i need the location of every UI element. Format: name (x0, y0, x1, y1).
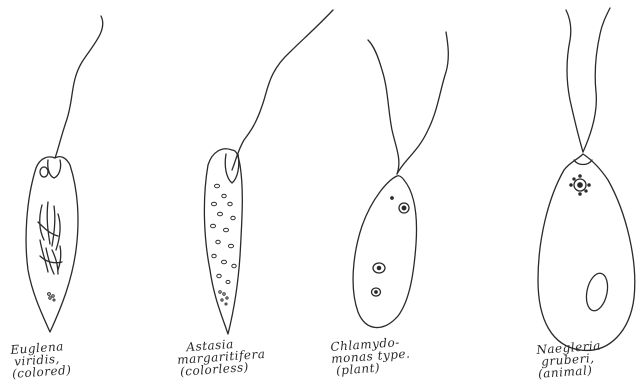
label-chlamydomonas: Chlamydo- monas type. (plant) (330, 335, 411, 376)
chlamydomonas-nucleus (372, 288, 381, 296)
chlamydomonas-pyrenoid (373, 263, 385, 273)
chlamydomonas-body (353, 176, 416, 328)
chlamydomonas-flagellum-left (368, 40, 399, 174)
euglena-flagellum (55, 16, 103, 158)
naegleria-vacuole (583, 271, 610, 312)
euglena-gullet (48, 160, 61, 178)
euglena-organism (26, 16, 103, 332)
label-naegleria: Naegleria gruberi, (animal) (536, 339, 603, 379)
euglena-chloroplasts (38, 202, 62, 274)
naegleria-cytostome (574, 160, 592, 165)
naegleria-flagellum-left (566, 10, 583, 152)
astasia-paramylon-granules (211, 184, 237, 305)
naegleria-organism (538, 8, 635, 350)
naegleria-flagellum-right (583, 8, 610, 152)
naegleria-nucleus (570, 175, 590, 195)
chlamydomonas-flagellum-right (397, 32, 448, 174)
chlamydomonas-organism (353, 32, 448, 328)
chlamydomonas-eyespot (391, 197, 409, 213)
euglena-granules (48, 293, 55, 301)
label-euglena: Euglena viridis, (colored) (10, 340, 72, 380)
euglena-stigma (40, 167, 48, 177)
astasia-organism (204, 10, 333, 334)
astasia-flagellum (232, 10, 333, 170)
label-astasia: Astasia margaritifera (colorless) (176, 336, 267, 378)
